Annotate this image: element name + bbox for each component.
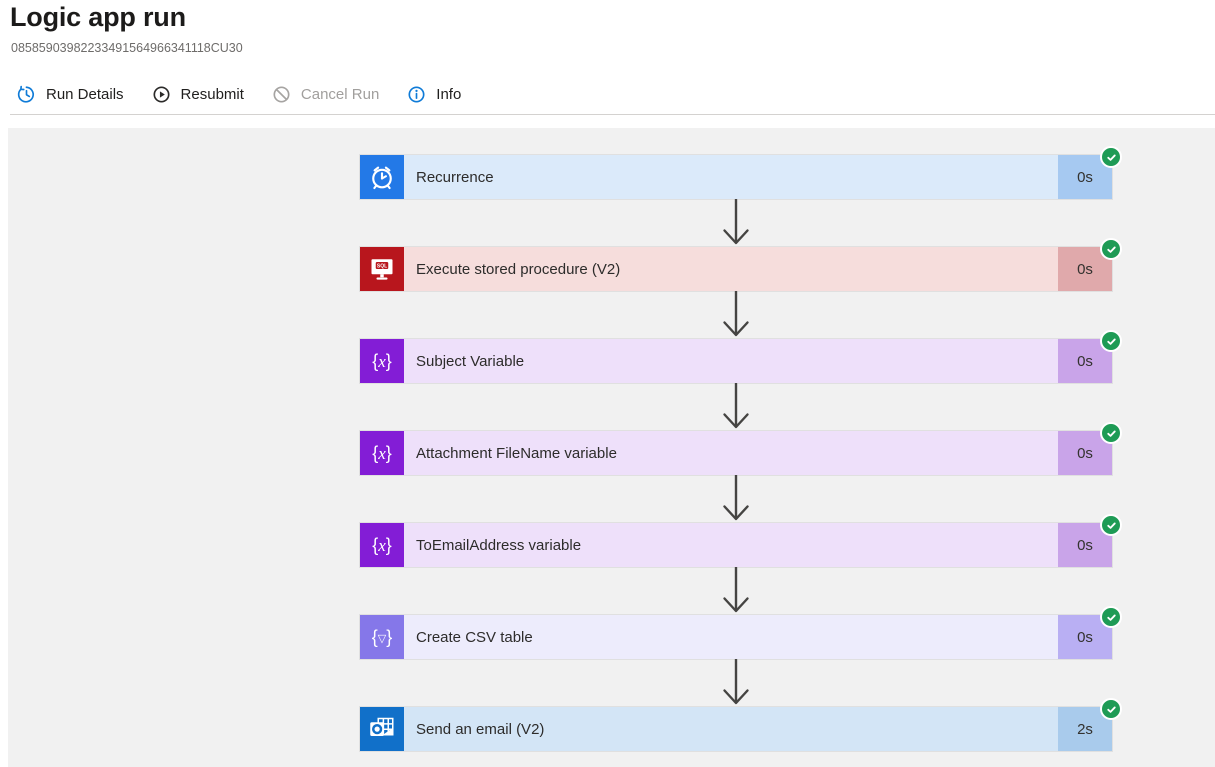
workflow-canvas: Recurrence 0s SQL Execute stored [8,128,1215,767]
variable-x-icon: {x} [360,431,404,475]
page-title: Logic app run [10,2,186,32]
workflow-step[interactable]: Send an email (V2) 2s [360,698,1122,751]
status-succeeded-icon [1100,514,1122,536]
sql-server-icon: SQL [360,247,404,291]
workflow-step[interactable]: {x} Attachment FileName variable 0s [360,422,1122,475]
toolbar: Run Details Resubmit Cancel Run [16,79,461,109]
connector-arrow [721,566,751,615]
workflow-step[interactable]: Recurrence 0s [360,146,1122,199]
step-name: Execute stored procedure (V2) [416,260,621,278]
status-succeeded-icon [1100,146,1122,168]
connector-arrow [721,290,751,339]
resubmit-label: Resubmit [180,85,244,103]
workflow-step[interactable]: {▽} Create CSV table 0s [360,606,1122,659]
cancel-run-icon [271,84,292,105]
status-succeeded-icon [1100,330,1122,352]
run-details-button[interactable]: Run Details [16,84,124,105]
workflow-step[interactable]: {x} ToEmailAddress variable 0s [360,514,1122,567]
connector-arrow [721,198,751,247]
connector-arrow [721,658,751,707]
cancel-run-button[interactable]: Cancel Run [271,84,379,105]
step-name: Subject Variable [416,352,525,370]
status-succeeded-icon [1100,422,1122,444]
variable-x-icon: {x} [360,339,404,383]
recurrence-clock-icon [360,155,404,199]
status-succeeded-icon [1100,606,1122,628]
variable-x-icon: {x} [360,523,404,567]
step-name: Send an email (V2) [416,720,545,738]
step-name: ToEmailAddress variable [416,536,582,554]
workflow-step[interactable]: SQL Execute stored procedure (V2) 0s [360,238,1122,291]
cancel-run-label: Cancel Run [300,85,380,103]
status-succeeded-icon [1100,698,1122,720]
resubmit-icon [151,84,172,105]
step-name: Create CSV table [416,628,533,646]
step-name: Recurrence [416,168,494,186]
svg-text:SQL: SQL [377,263,387,269]
header-divider [10,114,1215,115]
run-details-history-icon [16,84,37,105]
csv-table-icon: {▽} [360,615,404,659]
info-button[interactable]: Info [406,84,461,105]
step-name: Attachment FileName variable [416,444,617,462]
run-details-label: Run Details [46,85,124,103]
connector-arrow [721,382,751,431]
workflow-step[interactable]: {x} Subject Variable 0s [360,330,1122,383]
status-succeeded-icon [1100,238,1122,260]
connector-arrow [721,474,751,523]
info-icon [406,84,427,105]
info-label: Info [436,85,462,103]
outlook-icon [360,707,404,751]
run-id: 08585903982233491564966341118CU30 [11,41,243,55]
resubmit-button[interactable]: Resubmit [151,84,244,105]
